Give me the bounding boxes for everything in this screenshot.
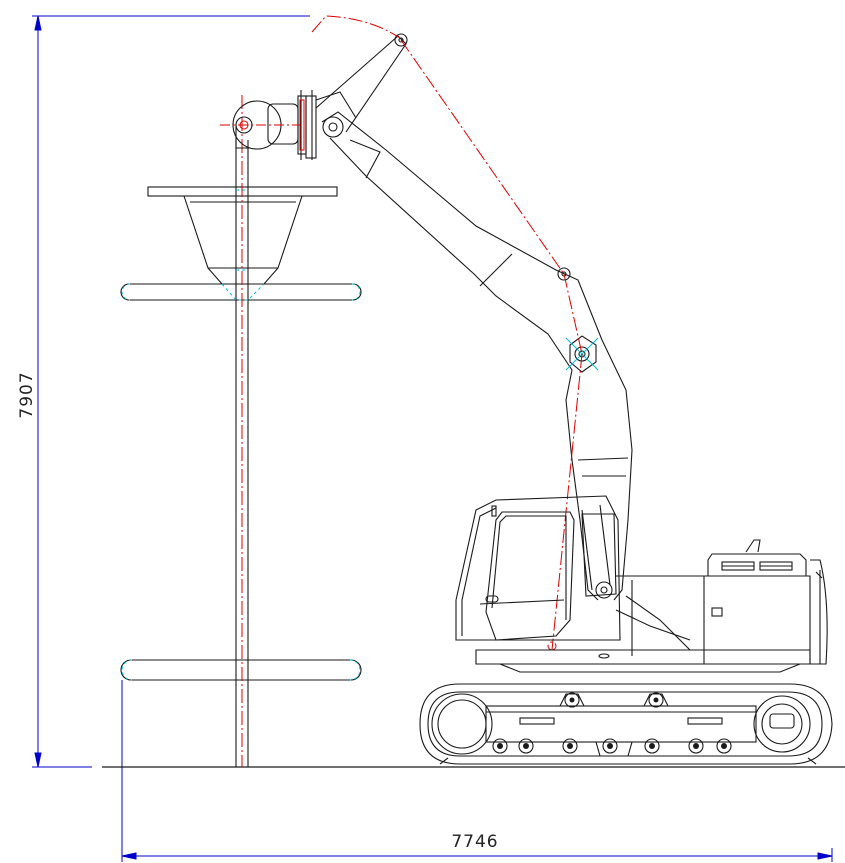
width-dimension-label: 7746 [451, 832, 498, 852]
track-roller-caps [497, 697, 727, 749]
attachment-head-detail [220, 99, 305, 151]
tower-hidden-lines [121, 189, 361, 681]
reach-centerlines [311, 15, 583, 651]
mixing-tower-structure [120, 140, 362, 767]
excavator-boom [565, 335, 633, 601]
operator-cab [455, 495, 621, 641]
track-undercarriage [419, 683, 833, 765]
height-dimension-label: 7907 [17, 371, 37, 418]
excavator-arm [315, 33, 603, 371]
dimension-lines [32, 15, 833, 862]
upper-structure [475, 539, 828, 673]
